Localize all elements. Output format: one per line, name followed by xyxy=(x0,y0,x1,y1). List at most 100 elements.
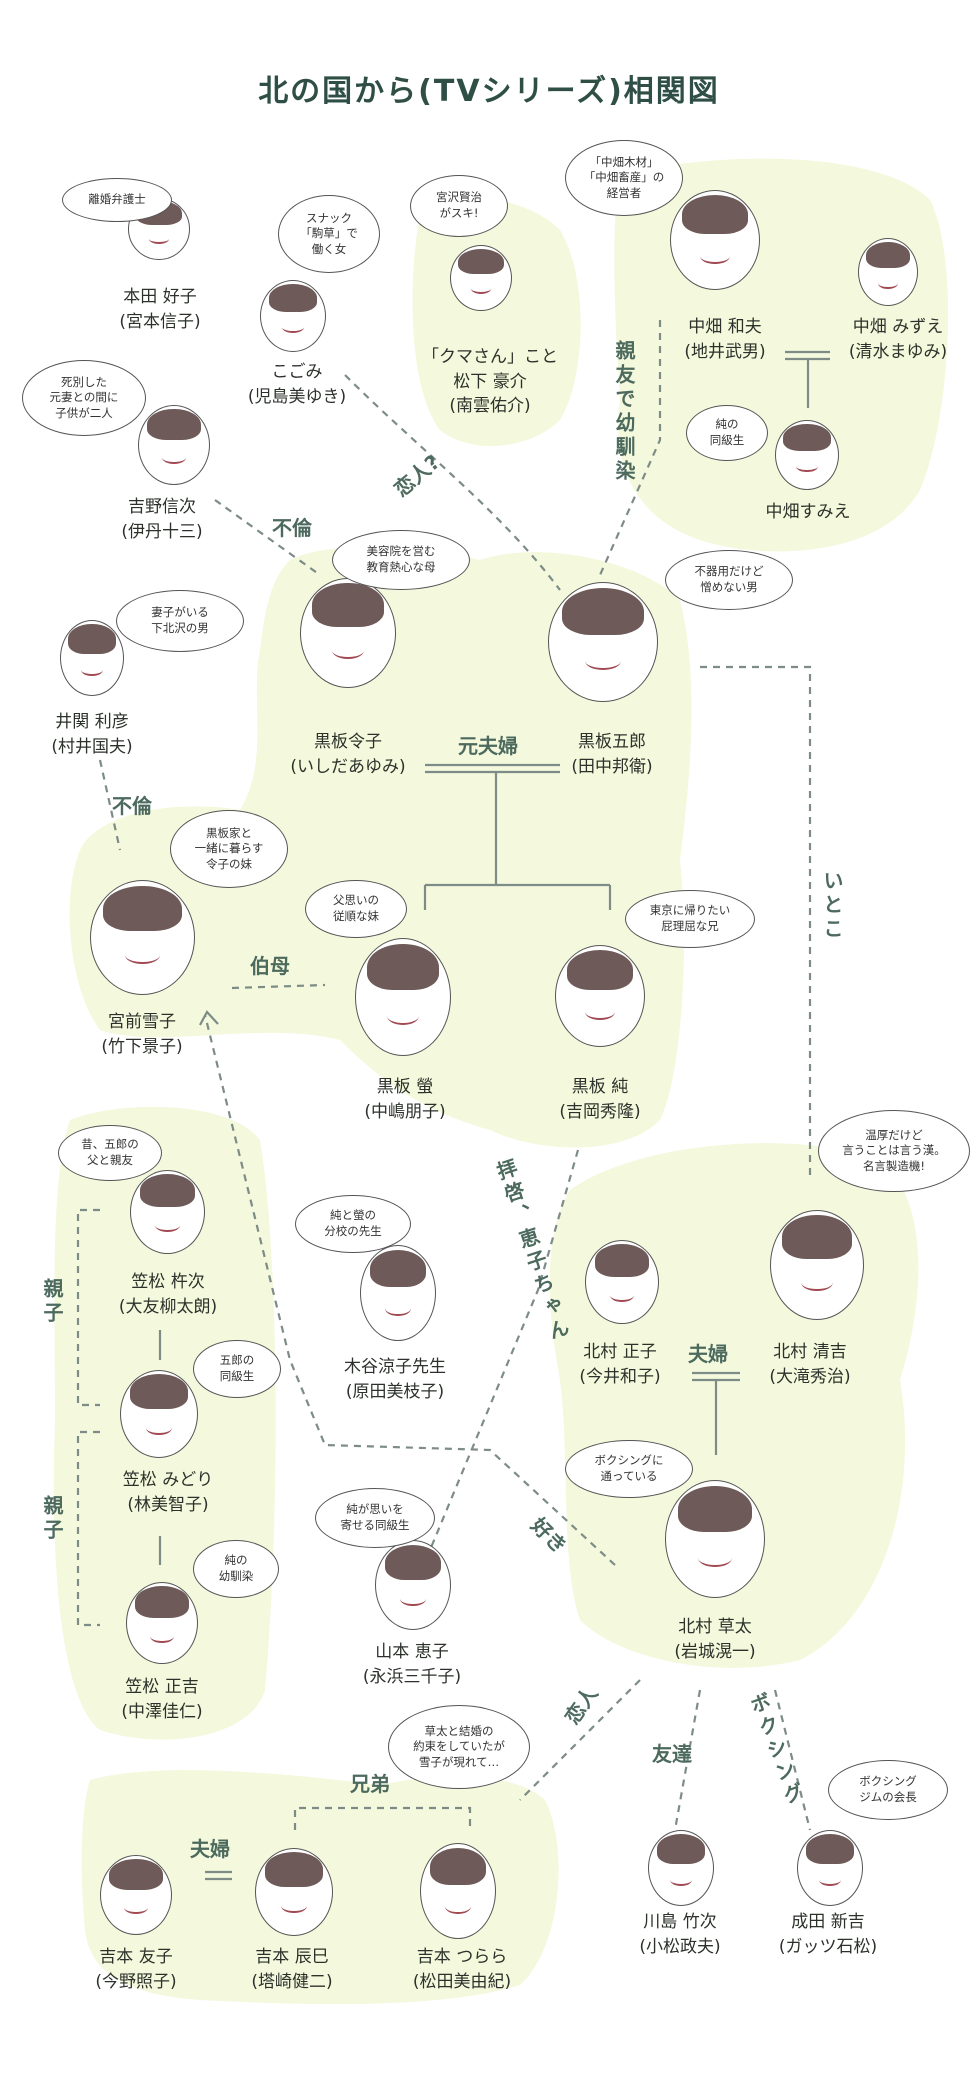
kuroita-reiko-label: 黒板令子(いしだあゆみ) xyxy=(290,732,406,777)
kuroita-reiko-note: 美容院を営む 教育熱心な母 xyxy=(332,530,470,590)
kasamatsu-shokichi-portrait xyxy=(126,1582,198,1664)
nakahata-kazuo-note: 「中畑木材」 「中畑畜産」の 経営者 xyxy=(565,140,683,216)
kuroita-goro-portrait xyxy=(548,582,658,702)
kiya-ryoko-label: 木谷涼子先生(原田美枝子) xyxy=(344,1357,446,1402)
matsushita-gousuke-note: 宮沢賢治 がスキ! xyxy=(410,175,508,237)
kawashima-takeji-label: 川島 竹次(小松政夫) xyxy=(639,1912,721,1957)
line-goro-kiyoshi xyxy=(700,665,812,1180)
kuroita-goro-label: 黒板五郎(田中邦衛) xyxy=(571,732,653,777)
kuroita-jun-label: 黒板 純(吉岡秀隆) xyxy=(559,1077,641,1122)
kitamura-kiyoshi-portrait xyxy=(770,1210,864,1320)
relation-oba: 伯母 xyxy=(250,954,290,978)
line-nakahata-fufu xyxy=(785,350,830,361)
relation-fufu1: 夫婦 xyxy=(688,1342,728,1366)
yoshimoto-tomoko-label: 吉本 友子(今野照子) xyxy=(95,1947,177,1992)
izeki-toshihiko-label: 井関 利彦(村井国夫) xyxy=(51,712,133,757)
kuroita-hotaru-note: 父思いの 従順な妹 xyxy=(305,880,407,938)
miyamae-yukiko-label: 宮前雪子(竹下景子) xyxy=(101,1012,183,1057)
nakahata-sumie-label: 中畑すみえ xyxy=(765,502,851,522)
line-yoshimoto-fufu xyxy=(205,1870,232,1881)
page-title: 北の国から(TVシリーズ)相関図 xyxy=(258,74,720,109)
kiya-ryoko-portrait xyxy=(360,1245,436,1341)
relation-itoko: いとこ xyxy=(820,870,844,942)
relation-tomodachi: 友達 xyxy=(652,1742,692,1766)
kogomi-portrait xyxy=(260,280,326,352)
kitamura-masako-label: 北村 正子(今井和子) xyxy=(579,1342,661,1387)
relation-kyodai: 兄弟 xyxy=(350,1772,390,1796)
kasamatsu-kineji-note: 昔、五郎の 父と親友 xyxy=(58,1125,162,1181)
miyamae-yukiko-note: 黒板家と 一緒に暮らす 令子の妹 xyxy=(170,810,288,888)
line-yoshino-reiko xyxy=(214,499,321,576)
yamamoto-eriko-note: 純が思いを 寄せる同級生 xyxy=(315,1488,435,1548)
line-kyodai xyxy=(293,1806,472,1830)
kogomi-label: こごみ(児島美ゆき) xyxy=(247,362,347,407)
yoshimoto-tatsumi-portrait xyxy=(255,1848,333,1936)
kitamura-sota-label: 北村 草太(岩城滉一) xyxy=(674,1617,756,1662)
yamamoto-eriko-portrait xyxy=(375,1540,451,1630)
kuroita-jun-note: 東京に帰りたい 屁理屈な兄 xyxy=(625,890,755,948)
line-izeki-yukiko xyxy=(98,759,122,851)
nakahata-kazuo-portrait xyxy=(670,190,760,290)
kitamura-sota-note: ボクシングに 通っている xyxy=(565,1440,693,1498)
yoshino-nobuji-portrait xyxy=(138,405,210,485)
relation-oyako1: 親子 xyxy=(40,1278,64,1326)
kuroita-jun-portrait xyxy=(555,945,645,1047)
line-sota-narita xyxy=(773,1689,812,1831)
nakahata-mizue-label: 中畑 みずえ(清水まゆみ) xyxy=(848,317,948,362)
line-jun-eriko xyxy=(428,1149,580,1551)
arrow-to-yukiko xyxy=(199,1010,219,1026)
line-oyako2 xyxy=(76,1430,100,1627)
kasamatsu-midori-note: 五郎の 同級生 xyxy=(193,1340,281,1398)
line-sota-tsurara xyxy=(519,1679,641,1801)
yoshimoto-tatsumi-label: 吉本 辰巳(塔崎健二) xyxy=(251,1947,333,1992)
kasamatsu-midori-portrait xyxy=(120,1370,198,1458)
nakahata-sumie-note: 純の 同級生 xyxy=(686,405,768,461)
kasamatsu-shokichi-note: 純の 幼馴染 xyxy=(193,1540,279,1598)
relation-furin1: 不倫 xyxy=(272,516,312,540)
yoshimoto-tomoko-portrait xyxy=(100,1855,172,1935)
narita-shinkichi-portrait xyxy=(797,1830,863,1906)
relation-oyako2: 親子 xyxy=(40,1495,64,1543)
izeki-toshihiko-note: 妻子がいる 下北沢の男 xyxy=(116,590,244,652)
nakahata-sumie-portrait xyxy=(775,420,839,490)
matsushita-gousuke-label: 「クマさん」こと 松下 豪介(南雲佑介) xyxy=(422,347,558,417)
kitamura-sota-portrait xyxy=(665,1480,765,1598)
kawashima-takeji-portrait xyxy=(648,1830,714,1906)
yoshino-nobuji-label: 吉野信次(伊丹十三) xyxy=(121,497,203,542)
line-oyako1 xyxy=(76,1208,100,1407)
relation-fufu2: 夫婦 xyxy=(190,1837,230,1861)
yoshimoto-tsurara-note: 草太と結婚の 約束をしていたが 雪子が現れて… xyxy=(388,1705,530,1789)
kasamatsu-kineji-label: 笠松 杵次(大友柳太朗) xyxy=(118,1272,218,1317)
nakahata-kazuo-label: 中畑 和夫(地井武男) xyxy=(684,317,766,362)
line-children xyxy=(423,772,612,910)
kuroita-goro-note: 不器用だけど 憎めない男 xyxy=(665,550,793,610)
honda-yoshiko-label: 本田 好子(宮本信子) xyxy=(119,287,201,332)
kogomi-note: スナック 「駒草」で 働く女 xyxy=(278,195,380,273)
kitamura-kiyoshi-note: 温厚だけど 言うことは言う漢。 名言製造機! xyxy=(818,1110,970,1192)
matsushita-gousuke-portrait xyxy=(450,245,512,311)
kuroita-hotaru-portrait xyxy=(355,938,451,1056)
line-kogomi-goro xyxy=(344,374,561,591)
kasamatsu-kineji-portrait xyxy=(130,1170,205,1254)
kitamura-kiyoshi-label: 北村 清吉(大滝秀治) xyxy=(769,1342,851,1387)
line-kitamura-fufu xyxy=(692,1371,740,1382)
kitamura-masako-portrait xyxy=(585,1240,659,1324)
kasamatsu-shokichi-label: 笠松 正吉(中澤佳仁) xyxy=(121,1677,203,1722)
miyamae-yukiko-portrait xyxy=(90,880,195,995)
line-yukiko-hotaru xyxy=(231,983,326,990)
kuroita-reiko-portrait xyxy=(300,578,396,688)
narita-shinkichi-label: 成田 新吉(ガッツ石松) xyxy=(778,1912,878,1957)
yoshimoto-tsurara-label: 吉本 つらら(松田美由紀) xyxy=(412,1947,512,1992)
honda-yoshiko-note: 離婚弁護士 xyxy=(62,178,172,222)
relation-motofufu: 元夫婦 xyxy=(458,734,518,758)
kuroita-hotaru-label: 黒板 螢(中嶋朋子) xyxy=(364,1077,446,1122)
yoshimoto-tsurara-portrait xyxy=(420,1843,496,1939)
yoshino-nobuji-note: 死別した 元妻との間に 子供が二人 xyxy=(22,360,146,436)
kiya-ryoko-note: 純と螢の 分校の先生 xyxy=(295,1195,411,1253)
line-motofufu xyxy=(425,763,560,774)
narita-shinkichi-note: ボクシング ジムの会長 xyxy=(828,1760,948,1820)
relation-shinyu: 親友で幼馴染 xyxy=(612,340,636,484)
yamamoto-eriko-label: 山本 恵子(永浜三千子) xyxy=(362,1642,462,1687)
